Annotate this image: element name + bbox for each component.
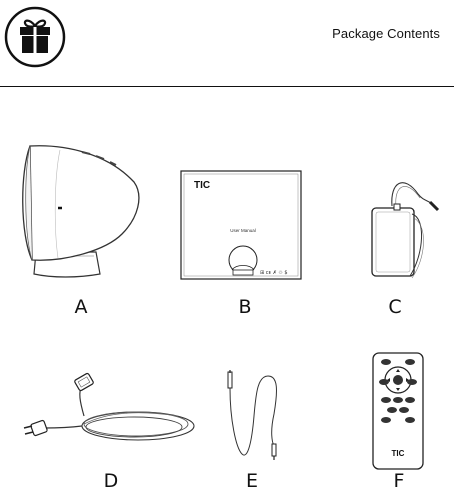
power-adapter-icon: [362, 176, 442, 280]
item-c-adapter: [362, 176, 442, 280]
item-d-power-cord: [18, 372, 196, 446]
remote-brand-logo: TIC: [392, 449, 405, 458]
page-title: Package Contents: [332, 26, 440, 41]
item-f-remote: TIC: [372, 352, 424, 470]
item-letter-d: D: [96, 470, 126, 492]
item-letter-f: F: [384, 470, 414, 492]
item-letter-e: E: [237, 470, 267, 492]
audio-cable-icon: [218, 370, 288, 460]
gift-badge: [4, 6, 66, 68]
gift-icon: [4, 6, 66, 68]
item-b-manual: TIC User Manual ⊞ ᴄᴇ ✗ ♲ $: [180, 170, 302, 280]
manual-caption: User Manual: [230, 228, 256, 233]
user-manual-icon: TIC User Manual ⊞ ᴄᴇ ✗ ♲ $: [180, 170, 302, 280]
speaker-icon: [16, 138, 144, 280]
remote-control-icon: TIC: [372, 352, 424, 470]
item-letter-b: B: [230, 296, 260, 318]
item-a-speaker: [16, 138, 144, 280]
item-e-audio-cable: [218, 370, 288, 460]
header-divider: [0, 86, 454, 87]
item-letter-a: A: [66, 296, 96, 318]
item-letter-c: C: [380, 296, 410, 318]
manual-brand-logo: TIC: [194, 180, 210, 191]
power-cord-icon: [18, 372, 196, 446]
svg-text:⊞ ᴄᴇ ✗ ♲ $: ⊞ ᴄᴇ ✗ ♲ $: [260, 270, 288, 276]
